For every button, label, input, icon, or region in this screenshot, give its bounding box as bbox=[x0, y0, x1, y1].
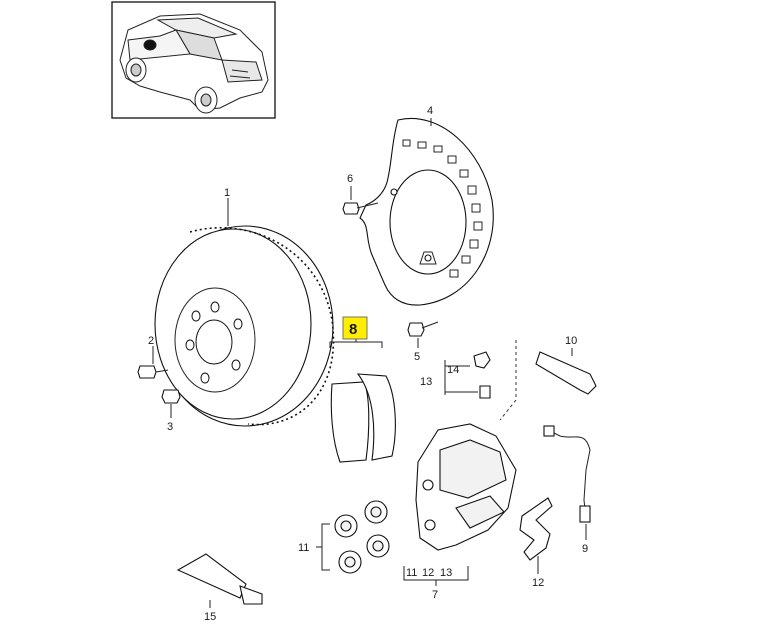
piston-seals bbox=[316, 500, 390, 574]
dust-shield bbox=[359, 118, 494, 306]
callout-12: 12 bbox=[532, 577, 544, 589]
shield-bolt-6 bbox=[342, 202, 379, 215]
disc-vent-ring bbox=[189, 227, 335, 426]
callout-9: 9 bbox=[582, 543, 588, 555]
seal-ring bbox=[338, 550, 362, 574]
caliper-subpart-13: 13 bbox=[440, 567, 452, 579]
callout-5: 5 bbox=[414, 351, 420, 363]
brake-pads bbox=[329, 332, 396, 463]
brake-disc bbox=[154, 225, 335, 427]
caliper-subpart-12: 12 bbox=[422, 567, 434, 579]
plug-3 bbox=[161, 389, 181, 404]
brake-caliper bbox=[415, 423, 517, 551]
callout-6: 6 bbox=[347, 173, 353, 185]
callout-2: 2 bbox=[148, 335, 154, 347]
caliper-bolt-10 bbox=[499, 340, 597, 421]
wear-sensor-9 bbox=[543, 425, 591, 523]
seal-ring bbox=[364, 500, 388, 524]
grease-tube-15 bbox=[176, 553, 263, 605]
seal-ring bbox=[366, 534, 390, 558]
shield-bolt-5 bbox=[407, 321, 439, 337]
callout-14: 14 bbox=[447, 364, 459, 376]
bleeder-parts bbox=[444, 351, 491, 399]
car-icon bbox=[119, 13, 269, 114]
callout-11: 11 bbox=[298, 542, 309, 554]
callout-8-label: 8 bbox=[349, 321, 357, 338]
shield-slots bbox=[402, 139, 483, 278]
callout-3: 3 bbox=[167, 421, 173, 433]
callout-4: 4 bbox=[427, 105, 433, 117]
disc-screw-2 bbox=[137, 365, 169, 379]
pad-spring-12 bbox=[519, 497, 553, 561]
seal-ring bbox=[334, 514, 358, 538]
vehicle-thumbnail bbox=[111, 1, 276, 119]
caliper-subpart-11: 11 bbox=[406, 567, 417, 579]
callout-15: 15 bbox=[204, 611, 216, 623]
callout-7: 7 bbox=[432, 589, 438, 601]
highlighted-callout-8[interactable]: 8 bbox=[342, 316, 368, 340]
callout-1: 1 bbox=[224, 187, 230, 199]
callout-13: 13 bbox=[420, 376, 432, 388]
callout-10: 10 bbox=[565, 335, 577, 347]
